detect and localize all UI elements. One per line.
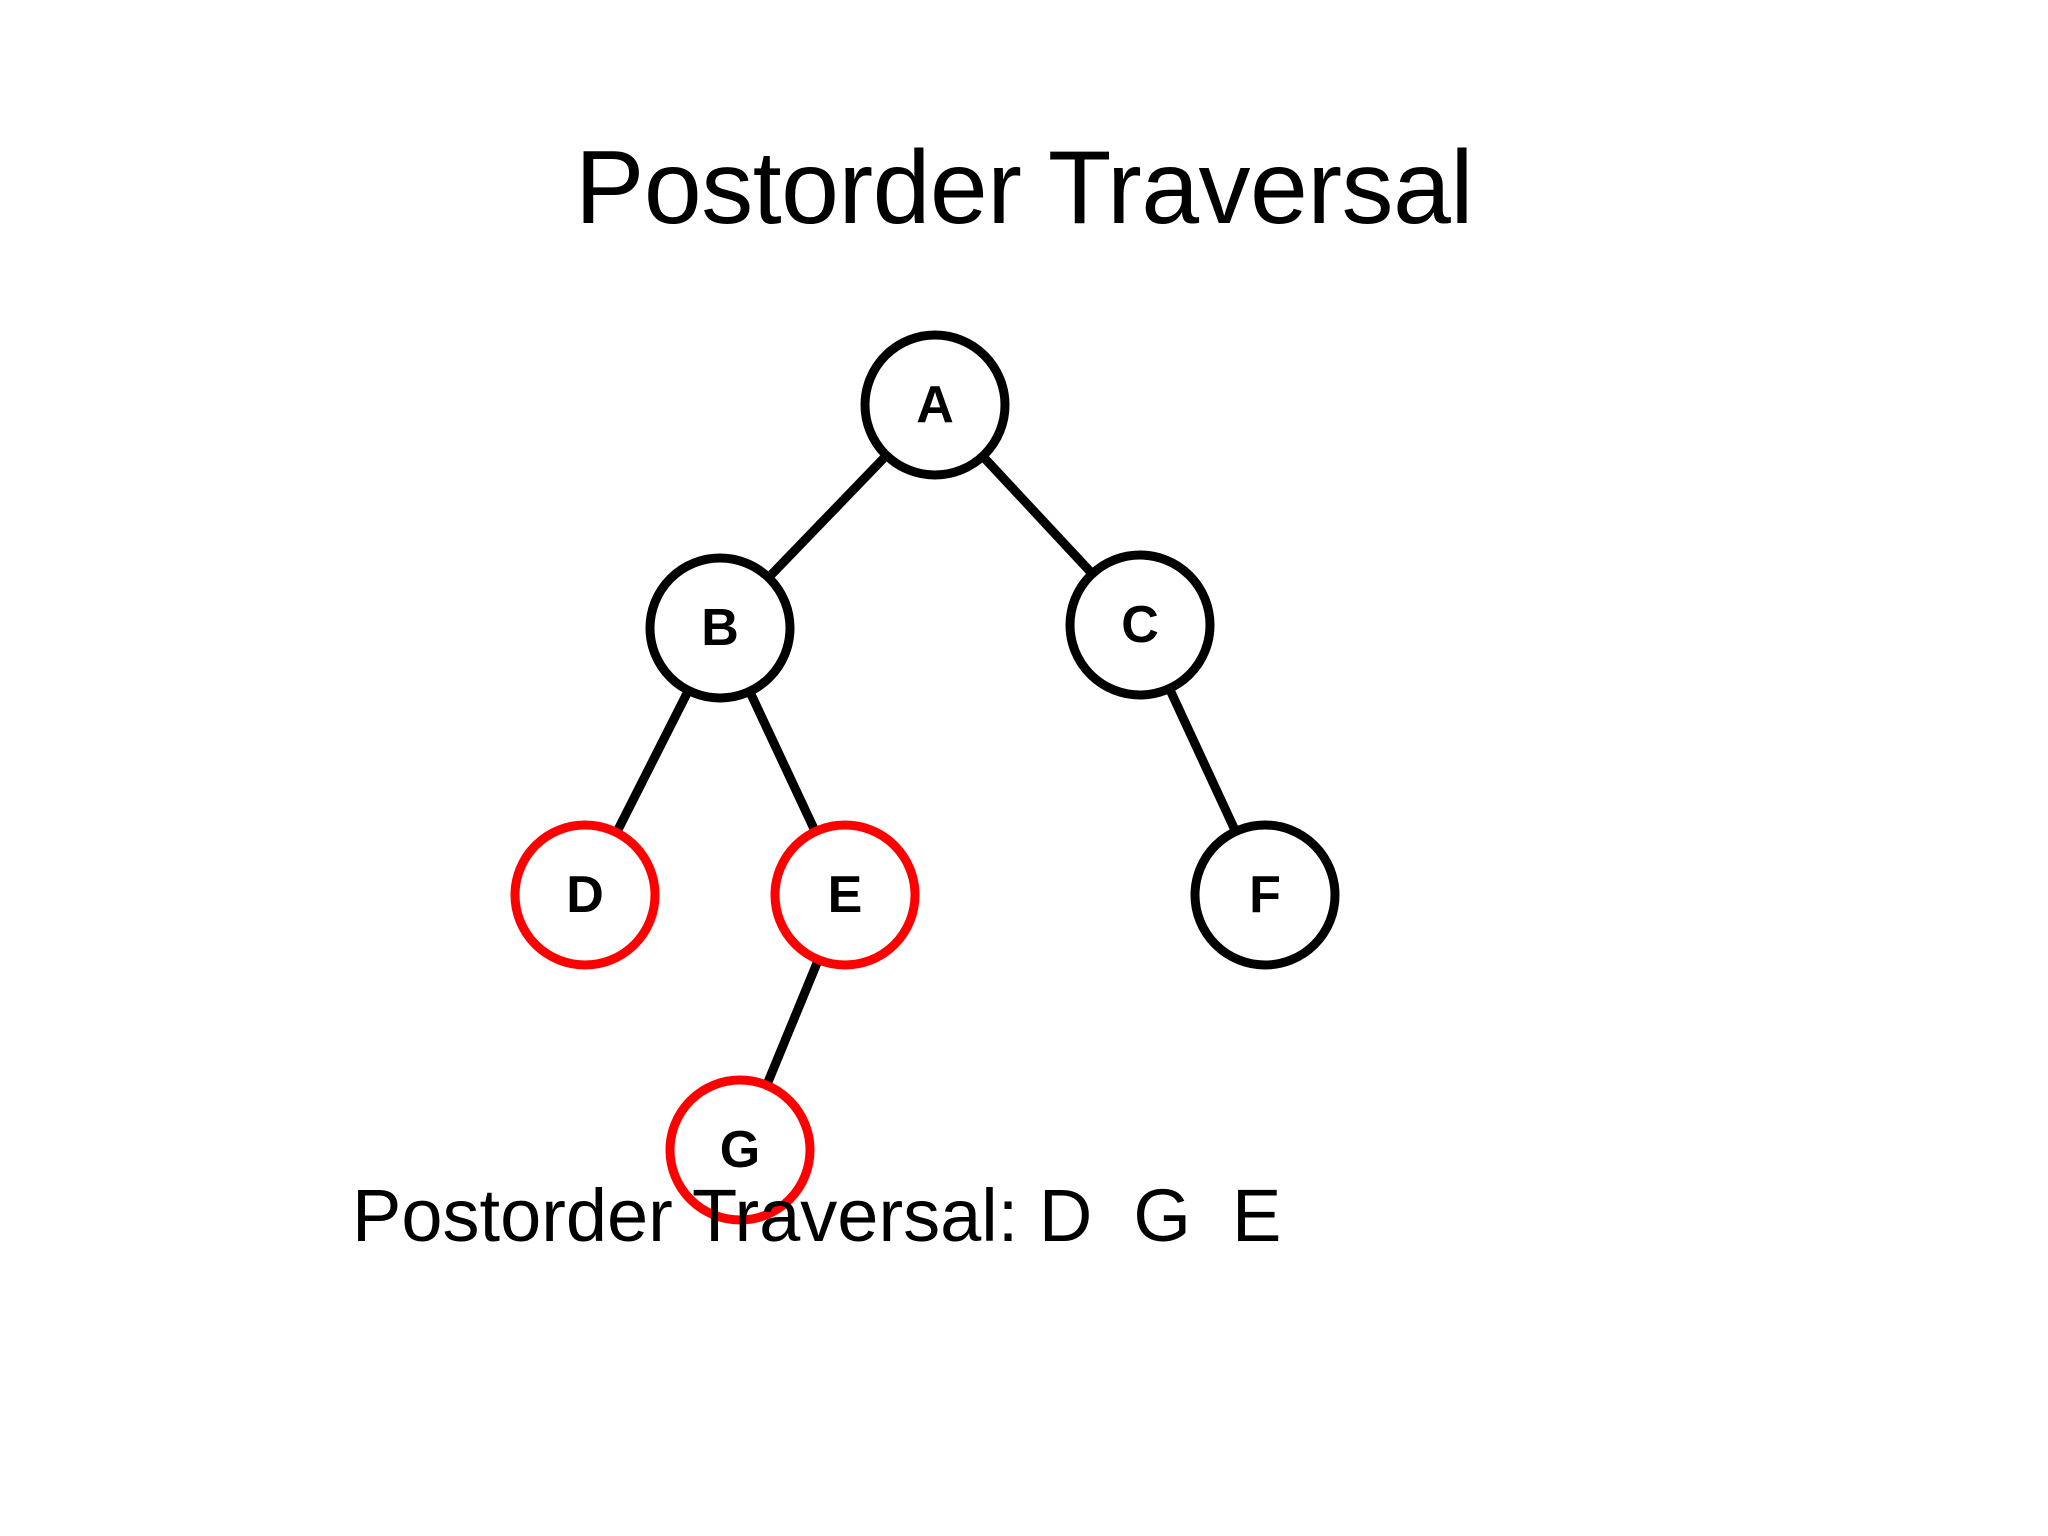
edge-layer	[611, 449, 1241, 1092]
tree-node-circle-g[interactable]	[665, 1075, 815, 1225]
tree-node-circle-e[interactable]	[770, 820, 920, 970]
tree-edge-b-d	[611, 684, 694, 839]
tree-node-circle-b[interactable]	[645, 553, 795, 703]
tree-node-label-b: B	[701, 599, 739, 657]
node-layer: A B C D E F G	[510, 330, 1340, 1225]
tree-node-circle-d[interactable]	[510, 820, 660, 970]
tree-node-label-d: D	[566, 866, 604, 924]
tree-node-circle-f[interactable]	[1190, 820, 1340, 970]
tree-node-d[interactable]: D	[510, 820, 660, 970]
tree-node-b[interactable]: B	[645, 553, 795, 703]
tree-edge-b-e	[744, 685, 821, 838]
tree-node-label-c: C	[1121, 596, 1159, 654]
tree-node-label-a: A	[916, 376, 954, 434]
traversal-result-caption: Postorder Traversal: D G E	[352, 1174, 1282, 1257]
tree-node-e[interactable]: E	[770, 820, 920, 970]
tree-edge-a-b	[762, 449, 893, 584]
page-title: Postorder Traversal	[575, 130, 1473, 246]
tree-edge-e-g	[761, 953, 824, 1092]
tree-node-label-f: F	[1249, 866, 1281, 924]
tree-node-a[interactable]: A	[860, 330, 1010, 480]
tree-node-circle-a[interactable]	[860, 330, 1010, 480]
tree-node-circle-c[interactable]	[1065, 550, 1215, 700]
tree-node-label-g: G	[720, 1121, 760, 1179]
tree-node-g[interactable]: G	[665, 1075, 815, 1225]
tree-node-label-e: E	[828, 866, 863, 924]
tree-node-c[interactable]: C	[1065, 550, 1215, 700]
tree-node-f[interactable]: F	[1190, 820, 1340, 970]
tree-edge-c-f	[1164, 682, 1241, 838]
tree-edge-a-c	[976, 450, 1099, 580]
